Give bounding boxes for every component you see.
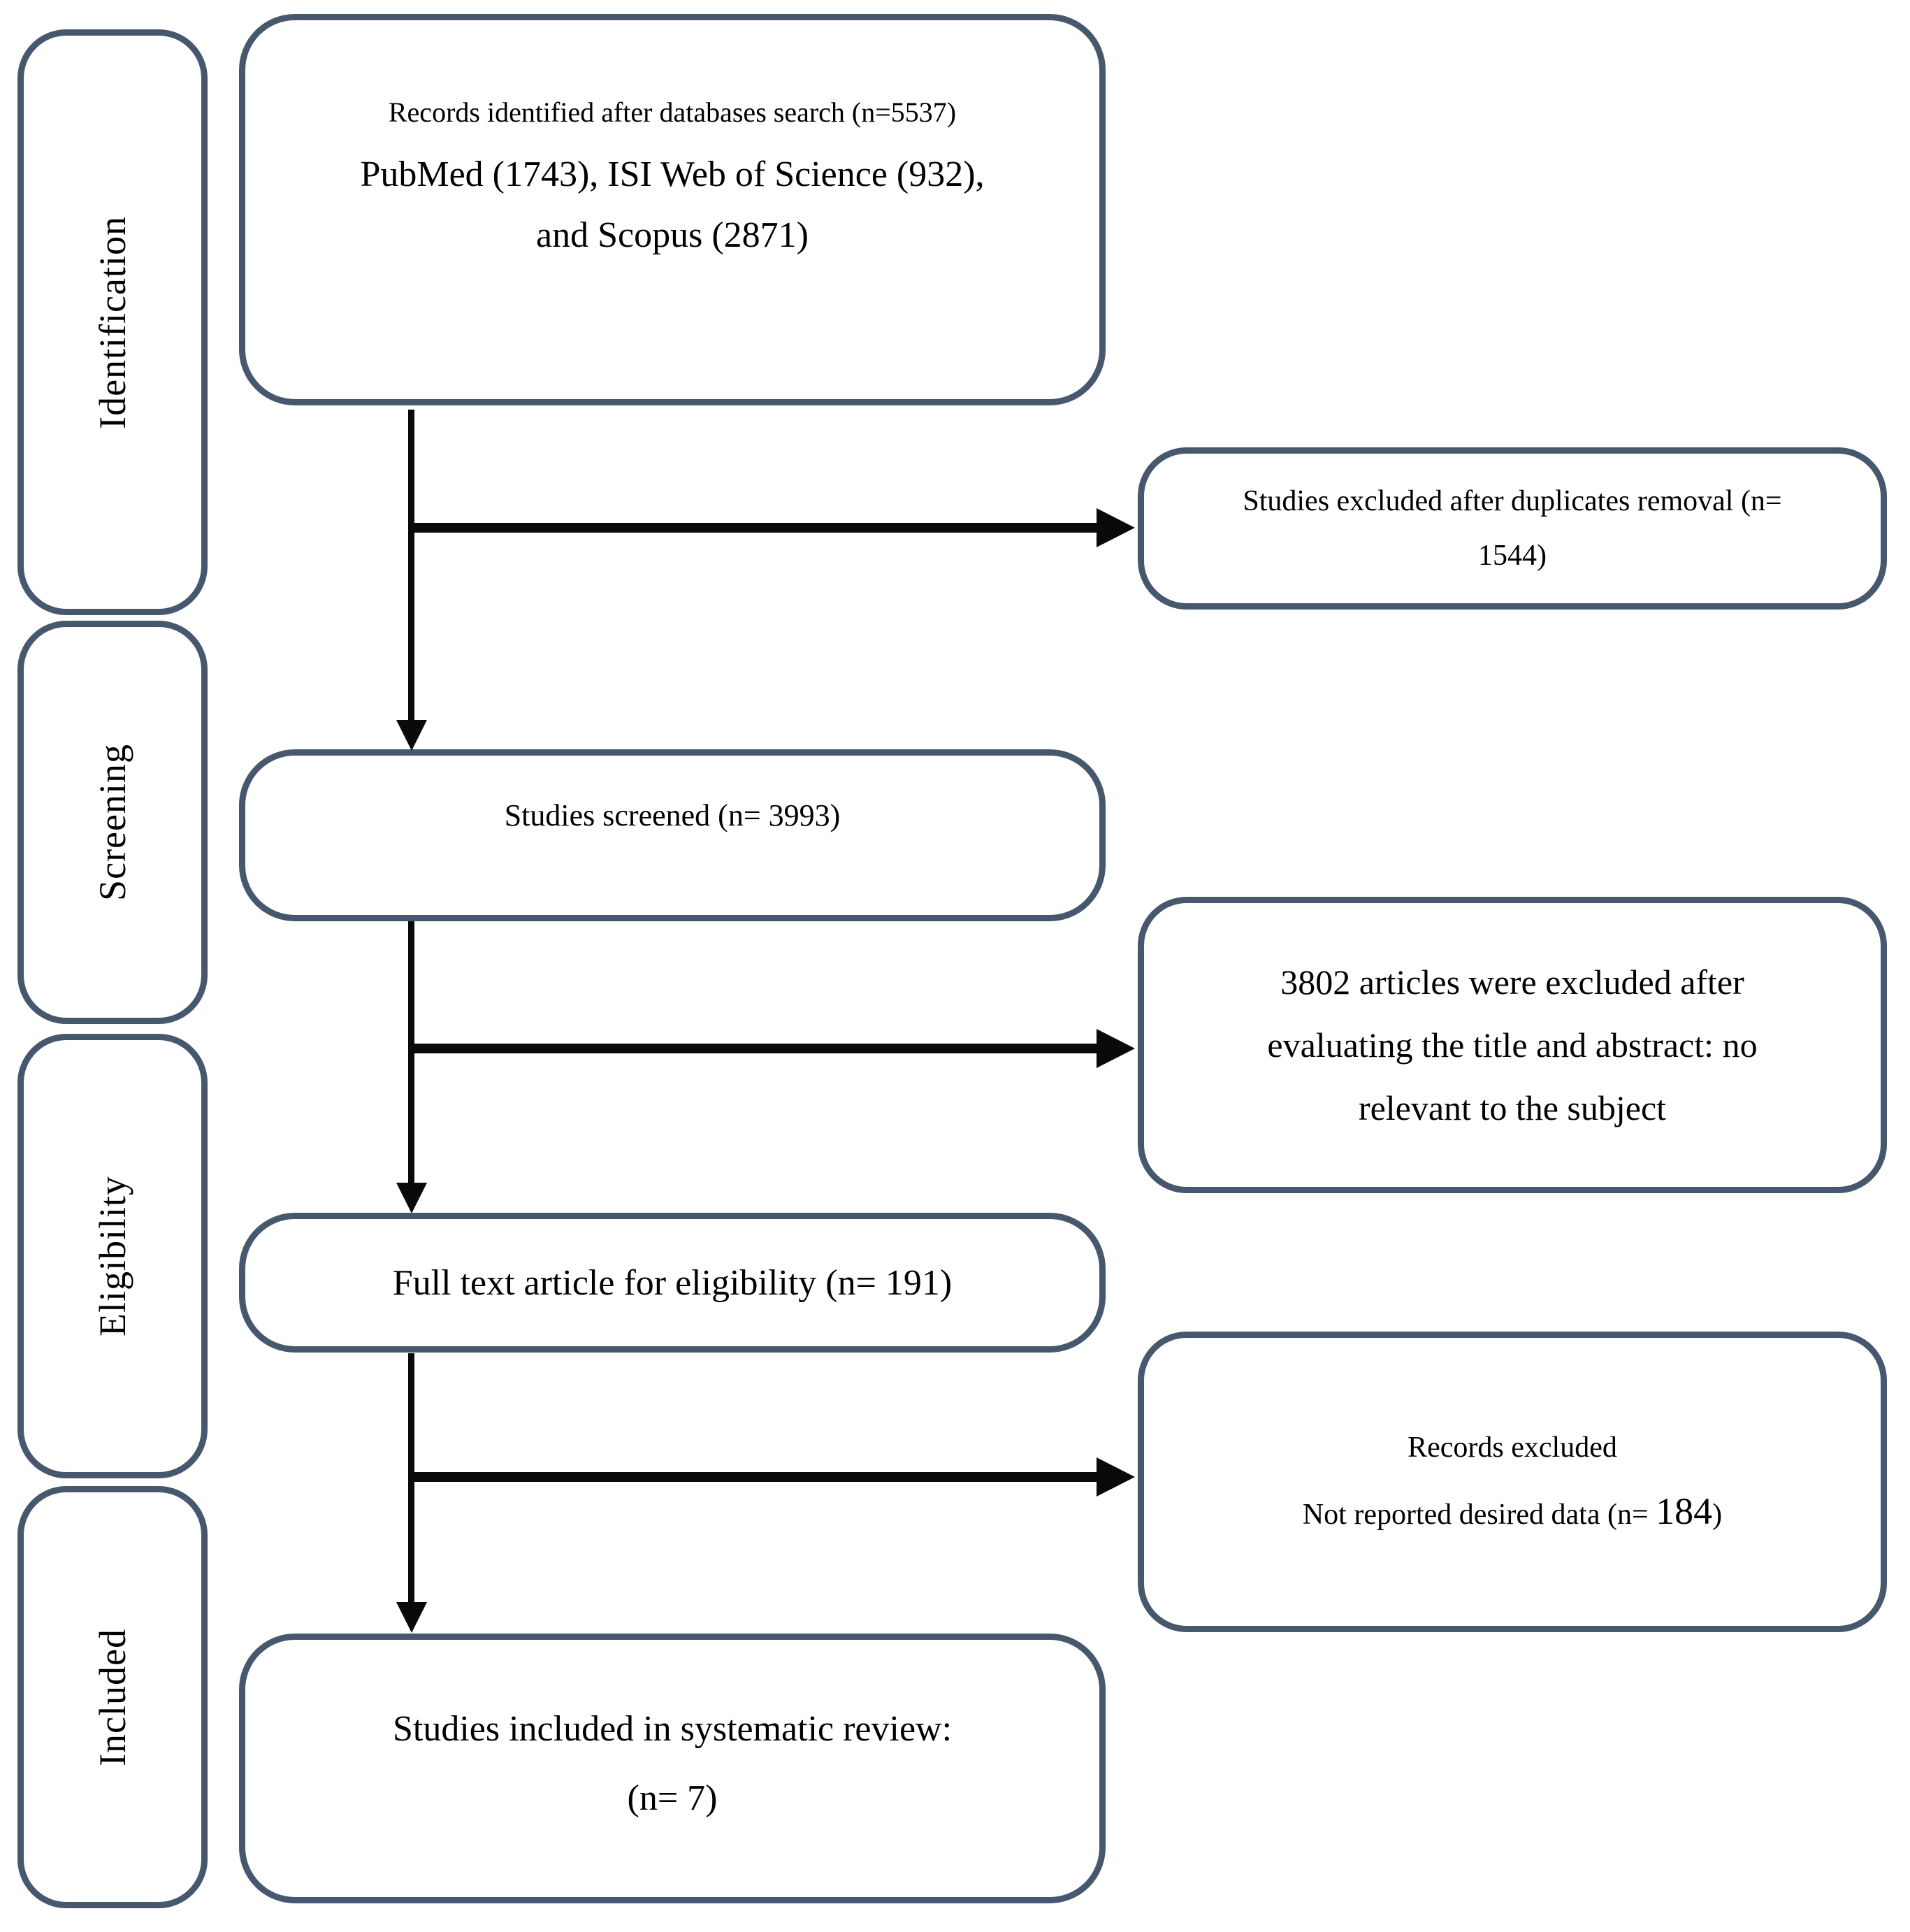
stage-label-screening: Screening xyxy=(92,744,133,901)
arrow-screening-to-eligibility-line xyxy=(408,921,414,1183)
records-excluded-box: Records excluded Not reported desired da… xyxy=(1138,1332,1887,1632)
arrow-eligibility-to-included-head xyxy=(396,1602,427,1633)
stage-label-identification: Identification xyxy=(92,215,133,429)
records-excluded-line1: Records excluded xyxy=(1408,1432,1617,1464)
duplicates-removal-line2: 1544) xyxy=(1478,540,1547,572)
arrow-to-duplicates-removal-line xyxy=(412,523,1097,533)
arrow-screening-to-eligibility-head xyxy=(396,1183,427,1213)
studies-screened-box: Studies screened (n= 3993) xyxy=(239,749,1106,921)
arrow-eligibility-to-included-line xyxy=(408,1353,414,1602)
arrow-to-records-excluded-line xyxy=(412,1472,1097,1482)
records-excluded-line2-prefix: Not reported desired data (n= xyxy=(1302,1499,1656,1531)
arrow-to-title-abstract-excluded-head xyxy=(1097,1029,1135,1068)
studies-included-box: Studies included in systematic review: (… xyxy=(239,1634,1106,1903)
arrow-to-title-abstract-excluded-line xyxy=(412,1044,1097,1053)
title-abstract-excluded-line1: 3802 articles were excluded after xyxy=(1280,963,1744,1002)
studies-included-line1: Studies included in systematic review: xyxy=(392,1709,953,1749)
stage-label-included: Included xyxy=(92,1628,133,1766)
records-identified-line1: Records identified after databases searc… xyxy=(388,96,957,128)
stage-box-identification: Identification xyxy=(17,29,208,615)
arrow-to-duplicates-removal-head xyxy=(1097,508,1135,547)
records-excluded-line2-suffix: ) xyxy=(1712,1499,1723,1531)
stage-label-eligibility: Eligibility xyxy=(92,1175,133,1336)
full-text-eligibility-text: Full text article for eligibility (n= 19… xyxy=(392,1262,953,1303)
records-excluded-line2: Not reported desired data (n= 184) xyxy=(1303,1490,1722,1533)
arrow-identification-to-screening-line xyxy=(408,410,414,720)
records-identified-line3: and Scopus (2871) xyxy=(536,215,809,255)
stage-box-eligibility: Eligibility xyxy=(17,1034,208,1478)
title-abstract-excluded-line3: relevant to the subject xyxy=(1358,1088,1667,1127)
title-abstract-excluded-box: 3802 articles were excluded after evalua… xyxy=(1138,897,1887,1193)
studies-screened-text: Studies screened (n= 3993) xyxy=(504,798,841,832)
duplicates-removal-box: Studies excluded after duplicates remova… xyxy=(1138,447,1887,610)
full-text-eligibility-box: Full text article for eligibility (n= 19… xyxy=(239,1213,1106,1353)
arrow-identification-to-screening-head xyxy=(396,720,427,751)
title-abstract-excluded-line2: evaluating the title and abstract: no xyxy=(1267,1025,1758,1065)
arrow-to-records-excluded-head xyxy=(1097,1457,1135,1497)
records-identified-line2: PubMed (1743), ISI Web of Science (932), xyxy=(360,154,985,194)
stage-box-included: Included xyxy=(17,1486,208,1908)
stage-box-screening: Screening xyxy=(17,621,208,1024)
records-excluded-line2-number: 184 xyxy=(1656,1490,1713,1532)
studies-included-line2: (n= 7) xyxy=(627,1778,718,1818)
records-identified-box: Records identified after databases searc… xyxy=(239,14,1106,405)
duplicates-removal-line1: Studies excluded after duplicates remova… xyxy=(1243,485,1782,517)
